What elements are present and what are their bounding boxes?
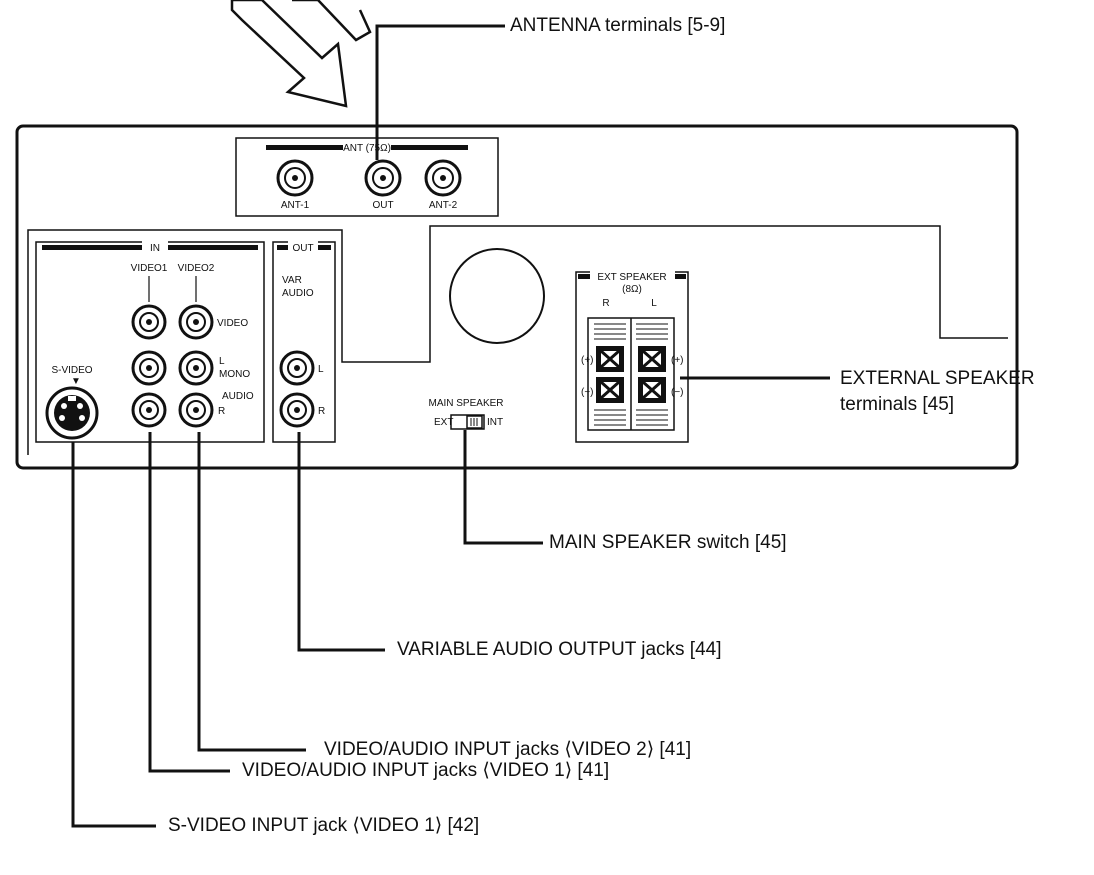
s-video-arrow-icon: ▼ bbox=[71, 376, 81, 387]
external-speaker-callout-line1: EXTERNAL SPEAKER bbox=[840, 368, 1035, 389]
minus-right-label: (−) bbox=[671, 387, 684, 398]
int-label: INT bbox=[487, 417, 503, 428]
main-speaker-switch[interactable] bbox=[450, 414, 485, 430]
external-speaker-callout: EXTERNAL SPEAKER terminals [45] bbox=[840, 366, 1035, 418]
leader-video2 bbox=[197, 432, 306, 752]
ant-1-connector[interactable] bbox=[276, 159, 314, 197]
var-audio-out-r-jack[interactable] bbox=[279, 392, 315, 428]
video2-video-jack[interactable] bbox=[178, 304, 214, 340]
in-header-label: IN bbox=[150, 243, 160, 254]
spk-r-label: R bbox=[602, 298, 609, 309]
leader-antenna bbox=[375, 24, 505, 160]
audio-r-label: R bbox=[218, 406, 225, 417]
video2-label: VIDEO2 bbox=[178, 263, 215, 274]
ant-out-label: OUT bbox=[372, 200, 393, 211]
video1-audio-r-jack[interactable] bbox=[131, 392, 167, 428]
leader-s-video bbox=[71, 442, 156, 828]
external-speaker-callout-line2: terminals [45] bbox=[840, 394, 955, 415]
video2-audio-l-jack[interactable] bbox=[178, 350, 214, 386]
ext-speaker-l-minus-terminal[interactable] bbox=[638, 377, 666, 403]
video1-video-jack[interactable] bbox=[131, 304, 167, 340]
ext-speaker-r-plus-terminal[interactable] bbox=[596, 346, 624, 372]
video2-audio-r-jack[interactable] bbox=[178, 392, 214, 428]
pointer-arrow bbox=[230, 0, 372, 108]
out-l-label: L bbox=[318, 364, 324, 375]
ext-speaker-ohm: (8Ω) bbox=[622, 284, 642, 295]
ant-2-label: ANT-2 bbox=[429, 200, 458, 211]
leader-main-speaker bbox=[463, 430, 543, 545]
ext-speaker-header: EXT SPEAKER bbox=[597, 272, 666, 283]
var-label: VAR bbox=[282, 275, 302, 286]
mono-label: MONO bbox=[219, 369, 250, 380]
out-header-label: OUT bbox=[292, 243, 313, 254]
video-row-label: VIDEO bbox=[217, 318, 248, 329]
ant-header-label: ANT (75Ω) bbox=[343, 143, 391, 154]
ant-2-connector[interactable] bbox=[424, 159, 462, 197]
main-speaker-switch-callout: MAIN SPEAKER switch [45] bbox=[549, 532, 787, 553]
tv-back-panel bbox=[15, 124, 1019, 470]
var-audio-label: AUDIO bbox=[282, 288, 314, 299]
video1-input-callout: VIDEO/AUDIO INPUT jacks ⟨VIDEO 1⟩ [41] bbox=[242, 760, 610, 781]
antenna-box bbox=[235, 137, 499, 217]
video2-input-callout: VIDEO/AUDIO INPUT jacks ⟨VIDEO 2⟩ [41] bbox=[324, 739, 692, 760]
ant-out-connector[interactable] bbox=[364, 159, 402, 197]
s-video-input-callout: S-VIDEO INPUT jack ⟨VIDEO 1⟩ [42] bbox=[168, 815, 480, 836]
ext-speaker-l-plus-terminal[interactable] bbox=[638, 346, 666, 372]
video1-audio-l-jack[interactable] bbox=[131, 350, 167, 386]
out-r-label: R bbox=[318, 406, 325, 417]
leader-lines bbox=[71, 24, 830, 828]
variable-audio-output-callout: VARIABLE AUDIO OUTPUT jacks [44] bbox=[397, 639, 722, 660]
speaker-area-outline bbox=[27, 225, 1008, 455]
audio-l-label: L bbox=[219, 356, 225, 367]
leader-variable-audio bbox=[297, 432, 385, 652]
ext-speaker-terminal-block bbox=[587, 317, 675, 431]
spk-l-label: L bbox=[651, 298, 657, 309]
s-video-label: S-VIDEO bbox=[51, 365, 92, 376]
leader-video1 bbox=[148, 432, 230, 773]
plus-left-label: (+) bbox=[581, 355, 594, 366]
antenna-terminals-callout: ANTENNA terminals [5-9] bbox=[510, 15, 726, 36]
plus-right-label: (+) bbox=[671, 355, 684, 366]
speaker-grille bbox=[449, 248, 545, 344]
s-video-jack[interactable] bbox=[45, 386, 99, 440]
ext-label: EXT bbox=[434, 417, 453, 428]
ant-1-label: ANT-1 bbox=[281, 200, 310, 211]
ext-speaker-r-minus-terminal[interactable] bbox=[596, 377, 624, 403]
audio-label: AUDIO bbox=[222, 391, 254, 402]
video1-label: VIDEO1 bbox=[131, 263, 168, 274]
var-audio-out-l-jack[interactable] bbox=[279, 350, 315, 386]
minus-left-label: (−) bbox=[581, 387, 594, 398]
main-speaker-label: MAIN SPEAKER bbox=[428, 398, 503, 409]
